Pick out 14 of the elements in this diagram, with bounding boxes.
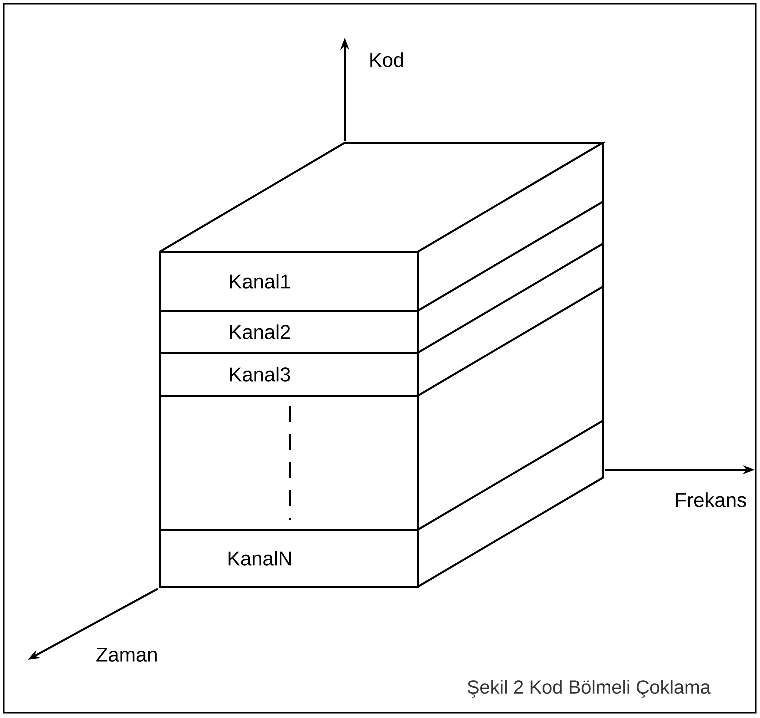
empty-band — [159, 395, 419, 531]
cuboid-drawing — [159, 142, 607, 588]
channel-band — [159, 352, 419, 397]
axis-label: Kod — [370, 52, 404, 68]
axis-label: Frekans — [676, 492, 746, 508]
channel-band — [159, 310, 419, 354]
channel-label: KanalN — [228, 551, 292, 566]
channel-label: Kanal2 — [230, 324, 290, 340]
caption: Şekil 2 Kod Bölmeli Çoklama — [468, 680, 711, 698]
channel-label: Kanal3 — [230, 367, 290, 382]
channel-band — [159, 529, 419, 588]
channel-band — [159, 251, 419, 312]
channel-label: Kanal1 — [230, 274, 290, 289]
axis-label: Zaman — [96, 648, 157, 662]
